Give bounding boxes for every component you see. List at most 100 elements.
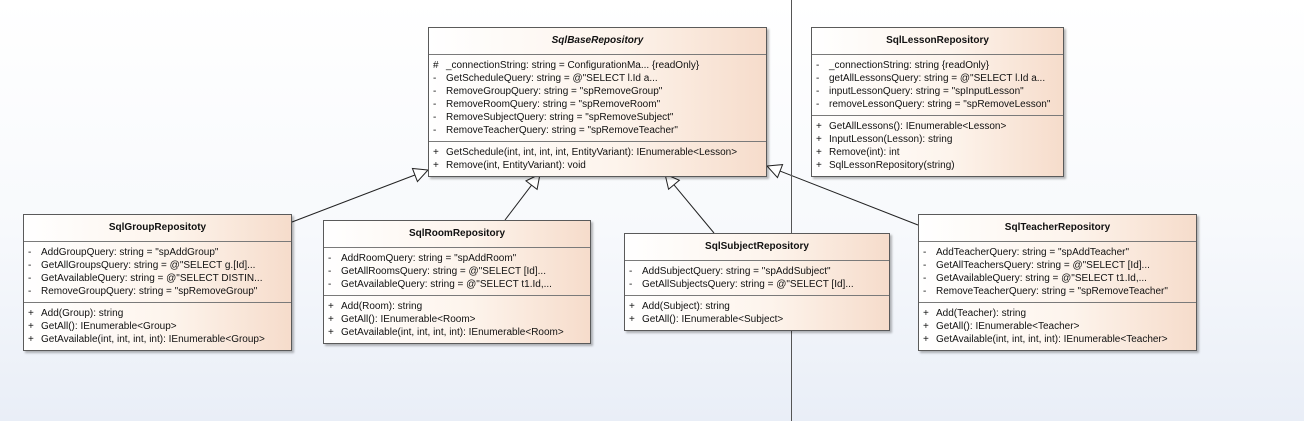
member-signature: GetAll(): IEnumerable<Subject> [642, 314, 784, 325]
operation-row[interactable]: + GetAll(): IEnumerable<Subject> [625, 313, 889, 326]
operation-row[interactable]: + Remove(int): int [812, 146, 1063, 159]
member-signature: SqlLessonRepository(string) [829, 160, 955, 171]
operation-row[interactable]: + GetSchedule(int, int, int, int, EntityV… [429, 146, 766, 159]
attribute-row[interactable]: -GetAllGroupsQuery: string = @"SELECT g.… [24, 259, 291, 272]
member-signature: AddGroupQuery: string = "spAddGroup" [41, 247, 219, 258]
attribute-row[interactable]: -AddRoomQuery: string = "spAddRoom" [324, 252, 590, 265]
attribute-row[interactable]: -RemoveRoomQuery: string = "spRemoveRoom… [429, 98, 766, 111]
member-signature: GetSchedule(int, int, int, int, EntityVa… [446, 147, 738, 158]
attribute-row[interactable]: -inputLessonQuery: string = "spInputLess… [812, 85, 1063, 98]
attribute-row[interactable]: -GetAvailableQuery: string = @"SELECT t1… [324, 278, 590, 291]
visibility-marker: - [433, 86, 437, 97]
attribute-row[interactable]: -AddGroupQuery: string = "spAddGroup" [24, 246, 291, 259]
operation-row[interactable]: +Add(Room): string [324, 300, 590, 313]
visibility-marker: - [433, 112, 437, 123]
operation-row[interactable]: +Add(Subject): string [625, 300, 889, 313]
attribute-row[interactable]: -GetAllTeachersQuery: string = @"SELECT … [919, 259, 1196, 272]
attribute-row[interactable]: -GetAvailableQuery: string = @"SELECT DI… [24, 272, 291, 285]
visibility-marker: - [28, 286, 32, 297]
class-name: SqlBaseRepository [429, 28, 766, 55]
sql-lesson-repository-class[interactable]: SqlLessonRepository-_connectionString: s… [811, 27, 1064, 177]
attribute-row[interactable]: -GetAvailableQuery: string = @"SELECT t1… [919, 272, 1196, 285]
attribute-row[interactable]: -RemoveTeacherQuery: string = "spRemoveT… [429, 124, 766, 137]
attribute-row[interactable]: -AddTeacherQuery: string = "spAddTeacher… [919, 246, 1196, 259]
member-signature: GetAvailable(int, int, int, int): IEnume… [936, 334, 1168, 345]
attribute-row[interactable]: -RemoveGroupQuery: string = "spRemoveGro… [24, 285, 291, 298]
visibility-marker: - [28, 273, 32, 284]
sql-subject-repository-class[interactable]: SqlSubjectRepository-AddSubjectQuery: st… [624, 233, 890, 331]
sql-room-repository-class[interactable]: SqlRoomRepository-AddRoomQuery: string =… [323, 220, 591, 344]
operation-row[interactable]: +Remove(int, EntityVariant): void [429, 159, 766, 172]
member-signature: inputLessonQuery: string = "spInputLesso… [829, 86, 1024, 97]
attribute-row[interactable]: -RemoveGroupQuery: string = "spRemoveGro… [429, 85, 766, 98]
member-signature: Remove(int): int [829, 147, 900, 158]
attribute-row[interactable]: -GetScheduleQuery: string = @"SELECT l.I… [429, 72, 766, 85]
member-signature: RemoveTeacherQuery: string = "spRemoveTe… [936, 286, 1168, 297]
attribute-row[interactable]: -RemoveSubjectQuery: string = "spRemoveS… [429, 111, 766, 124]
member-signature: RemoveRoomQuery: string = "spRemoveRoom" [446, 99, 661, 110]
operation-row[interactable]: +GetAll(): IEnumerable<Room> [324, 313, 590, 326]
connector-line[interactable] [291, 174, 416, 223]
attribute-row[interactable]: -removeLessonQuery: string = "spRemoveLe… [812, 98, 1063, 111]
inheritance-arrowhead [525, 173, 541, 191]
visibility-marker: + [816, 147, 822, 158]
member-signature: InputLesson(Lesson): string [829, 134, 953, 145]
visibility-marker: - [328, 266, 332, 277]
generalization-sql-group-repository[interactable] [291, 167, 430, 223]
visibility-marker: - [816, 73, 820, 84]
operation-row[interactable]: +GetAvailable(int, int, int, int): IEnum… [324, 326, 590, 339]
attributes-compartment: -AddSubjectQuery: string = "spAddSubject… [625, 261, 889, 296]
attribute-row[interactable]: -RemoveTeacherQuery: string = "spRemoveT… [919, 285, 1196, 298]
visibility-marker: + [433, 147, 439, 158]
visibility-marker: + [328, 301, 334, 312]
member-signature: GetAvailableQuery: string = @"SELECT DIS… [41, 273, 263, 284]
visibility-marker: - [28, 260, 32, 271]
member-signature: Remove(int, EntityVariant): void [446, 160, 586, 171]
visibility-marker: - [923, 247, 927, 258]
operation-row[interactable]: +GetAvailable(int, int, int, int): IEnum… [919, 333, 1196, 346]
visibility-marker: + [629, 314, 635, 325]
visibility-marker: + [816, 160, 822, 171]
operations-compartment: +Add(Group): string+GetAll(): IEnumerabl… [24, 303, 291, 350]
attribute-row[interactable]: -GetAllSubjectsQuery: string = @"SELECT … [625, 278, 889, 291]
operations-compartment: +Add(Teacher): string+GetAll(): IEnumera… [919, 303, 1196, 350]
visibility-marker: - [629, 266, 633, 277]
operation-row[interactable]: +Add(Teacher): string [919, 307, 1196, 320]
attribute-row[interactable]: -GetAllRoomsQuery: string = @"SELECT [Id… [324, 265, 590, 278]
member-signature: RemoveGroupQuery: string = "spRemoveGrou… [446, 86, 663, 97]
sql-base-repository-class[interactable]: SqlBaseRepository #_connectionString: str… [428, 27, 767, 177]
sql-group-repository-class[interactable]: SqlGroupRepositoty-AddGroupQuery: string… [23, 214, 292, 351]
class-name: SqlTeacherRepository [919, 215, 1196, 242]
connector-line[interactable] [504, 184, 532, 221]
operation-row[interactable]: +GetAvailable(int, int, int, int): IEnum… [24, 333, 291, 346]
member-signature: Add(Subject): string [642, 301, 730, 312]
generalization-sql-room-repository[interactable] [504, 173, 541, 221]
operation-row[interactable]: + InputLesson(Lesson): string [812, 133, 1063, 146]
visibility-marker: + [923, 308, 929, 319]
visibility-marker: + [28, 321, 34, 332]
operation-row[interactable]: +GetAll(): IEnumerable<Teacher> [919, 320, 1196, 333]
operation-row[interactable]: +Add(Group): string [24, 307, 291, 320]
visibility-marker: + [816, 134, 822, 145]
operation-row[interactable]: + SqlLessonRepository(string) [812, 159, 1063, 172]
member-signature: getAllLessonsQuery: string = @"SELECT l.… [829, 73, 1046, 84]
member-signature: GetAvailableQuery: string = @"SELECT t1.… [341, 279, 552, 290]
attribute-row[interactable]: -getAllLessonsQuery: string = @"SELECT l… [812, 72, 1063, 85]
connector-line[interactable] [673, 184, 715, 234]
generalization-sql-teacher-repository[interactable] [765, 164, 919, 226]
attribute-row[interactable]: -AddSubjectQuery: string = "spAddSubject… [625, 265, 889, 278]
visibility-marker: + [328, 314, 334, 325]
operation-row[interactable]: +GetAllLessons(): IEnumerable<Lesson> [812, 120, 1063, 133]
attributes-compartment: -AddTeacherQuery: string = "spAddTeacher… [919, 242, 1196, 303]
connector-line[interactable] [779, 170, 919, 226]
inheritance-arrowhead [411, 167, 430, 183]
sql-teacher-repository-class[interactable]: SqlTeacherRepository -AddTeacherQuery: st… [918, 214, 1197, 351]
operation-row[interactable]: +GetAll(): IEnumerable<Group> [24, 320, 291, 333]
operations-compartment: +Add(Room): string+GetAll(): IEnumerable… [324, 296, 590, 343]
generalization-sql-subject-repository[interactable] [664, 173, 715, 234]
attribute-row[interactable]: -_connectionString: string {readOnly} [812, 59, 1063, 72]
attributes-compartment: -AddGroupQuery: string = "spAddGroup"-Ge… [24, 242, 291, 303]
class-name: SqlGroupRepositoty [24, 215, 291, 242]
attribute-row[interactable]: #_connectionString: string = Configurati… [429, 59, 766, 72]
